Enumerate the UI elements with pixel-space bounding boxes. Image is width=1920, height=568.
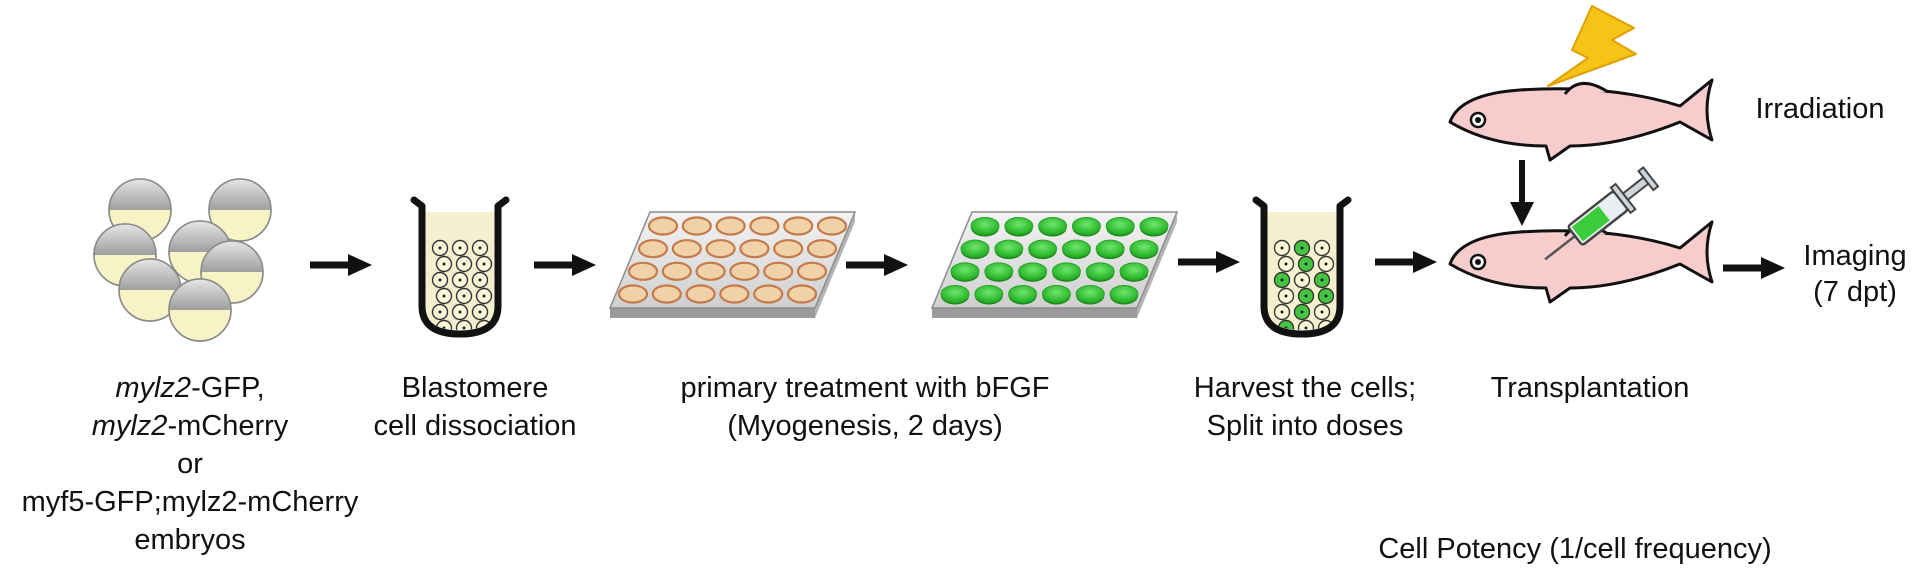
well-icon — [671, 239, 702, 259]
well-icon — [705, 239, 736, 259]
well-icon — [661, 261, 692, 281]
well-icon — [763, 261, 794, 281]
well-icon — [617, 284, 649, 304]
well-icon — [647, 216, 679, 236]
well-icon — [960, 239, 990, 260]
well-icon — [739, 239, 770, 259]
workflow-diagram — [93, 5, 1785, 342]
blastomere-label: Blastomere cell dissociation — [373, 372, 577, 442]
arrow-icon — [846, 254, 908, 276]
embryo-icon — [168, 278, 232, 342]
syringe-icon — [1544, 166, 1660, 261]
well-icon — [783, 216, 814, 236]
well-icon — [1105, 217, 1135, 237]
well-icon — [753, 284, 784, 304]
well-icon — [749, 216, 780, 236]
well-icon — [786, 284, 818, 304]
embryo-cluster-icon — [93, 178, 272, 342]
well-icon — [1119, 262, 1149, 282]
well-icon — [627, 261, 659, 281]
irradiation-label: Irradiation — [1755, 93, 1885, 125]
well-icon — [796, 261, 828, 281]
embryo-icon — [118, 258, 182, 322]
embryo-icon — [208, 178, 272, 242]
well-icon — [773, 239, 804, 259]
plate-icon — [608, 211, 857, 318]
tube-icon — [410, 196, 510, 338]
lightning-icon — [1547, 5, 1637, 87]
well-icon — [1129, 239, 1159, 260]
well-icon — [1095, 239, 1125, 260]
well-icon — [1085, 262, 1115, 282]
well-icon — [1028, 239, 1058, 260]
arrow-icon — [310, 254, 372, 276]
treatment-label: primary treatment with bFGF (Myogenesis,… — [680, 372, 1050, 442]
tube-icon — [1252, 196, 1352, 338]
well-icon — [1038, 217, 1068, 237]
well-icon — [651, 284, 682, 304]
well-icon — [970, 217, 1000, 237]
well-icon — [1018, 262, 1048, 282]
cell-potency-label: Cell Potency (1/cell frequency) — [1378, 533, 1772, 565]
well-icon — [685, 284, 716, 304]
well-icon — [695, 261, 726, 281]
arrow-icon — [1375, 251, 1437, 273]
well-icon — [984, 262, 1014, 282]
embryos-label: mylz2-GFP, mylz2-mCherry or myf5-GFP;myl… — [21, 372, 359, 556]
gene-name: mylz2 — [115, 372, 192, 404]
plate-icon — [930, 211, 1179, 318]
well-icon — [1051, 262, 1081, 282]
well-icon — [806, 239, 838, 259]
well-icon — [1071, 217, 1101, 237]
well-icon — [1004, 217, 1034, 237]
well-icon — [974, 285, 1004, 305]
well-icon — [1061, 239, 1091, 260]
imaging-label: Imaging (7 dpt) — [1803, 240, 1907, 308]
well-icon — [637, 239, 669, 259]
arrow-icon — [534, 254, 596, 276]
harvest-label: Harvest the cells; Split into doses — [1193, 372, 1417, 442]
well-icon — [950, 262, 980, 282]
well-icon — [994, 239, 1024, 260]
well-icon — [715, 216, 746, 236]
well-icon — [1008, 285, 1038, 305]
well-icon — [719, 284, 750, 304]
well-icon — [1109, 285, 1139, 305]
transplantation-label: Transplantation — [1490, 372, 1690, 404]
fish-icon — [1448, 78, 1714, 162]
well-icon — [816, 216, 848, 236]
arrow-icon — [1723, 257, 1785, 279]
gene-name: mylz2 — [91, 410, 168, 442]
well-icon — [681, 216, 712, 236]
arrow-icon — [1178, 251, 1240, 273]
well-icon — [1041, 285, 1071, 305]
well-icon — [940, 285, 970, 305]
arrow-icon — [1510, 160, 1534, 226]
well-icon — [1075, 285, 1105, 305]
well-icon — [1139, 217, 1169, 237]
well-icon — [729, 261, 760, 281]
